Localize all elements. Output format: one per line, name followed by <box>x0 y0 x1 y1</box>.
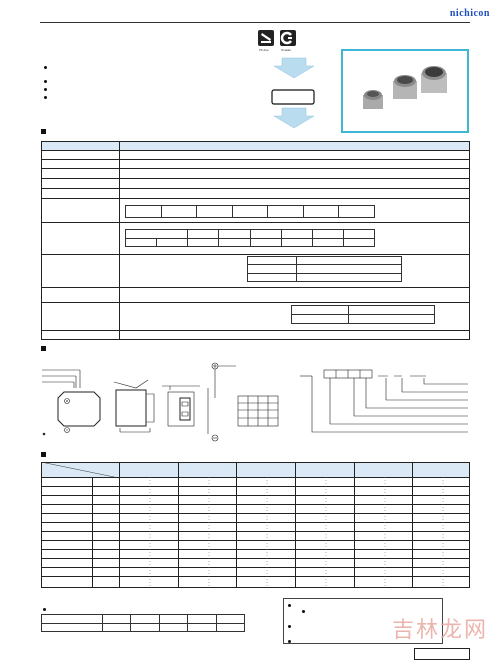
product-image-frame <box>341 49 469 133</box>
flow-arrows <box>271 57 315 129</box>
bullet <box>288 604 291 607</box>
low-temp-table <box>124 229 376 247</box>
smaller-icon <box>280 30 296 46</box>
dimension-drawing <box>42 362 279 442</box>
shelf-life-table <box>291 305 435 324</box>
watermark-text: 吉林龙网 <box>391 618 488 643</box>
pb-free-label: Pb-free <box>259 48 269 52</box>
bullet <box>44 66 47 69</box>
bullet <box>44 88 47 91</box>
ratings-table <box>41 462 470 588</box>
brand-logo: nichicon <box>449 8 490 19</box>
ratings-header-diagonal <box>41 462 120 479</box>
pb-free-icon <box>258 30 274 46</box>
capacitor-photo <box>363 66 447 109</box>
section-marker-ratings <box>41 452 46 457</box>
bullet <box>43 608 46 611</box>
specifications-table <box>41 141 470 340</box>
top-rule <box>40 22 470 23</box>
smaller-label: Smaller <box>281 48 292 52</box>
tan-delta-table <box>125 205 375 218</box>
bullet <box>288 625 291 628</box>
ratings-header-band <box>42 463 469 477</box>
ratings-subcolumn-dashes <box>149 477 444 588</box>
bullet <box>44 96 47 99</box>
bullet <box>44 80 47 83</box>
notes-box <box>283 598 443 644</box>
bullet <box>288 640 291 643</box>
section-marker-specifications <box>41 129 46 134</box>
page-footer-box <box>414 648 470 660</box>
endurance-table <box>247 255 402 283</box>
type-numbering-diagram <box>300 369 468 433</box>
section-marker-drawing <box>41 346 46 351</box>
bullet <box>302 610 305 613</box>
frequency-coefficient-table <box>41 614 246 632</box>
